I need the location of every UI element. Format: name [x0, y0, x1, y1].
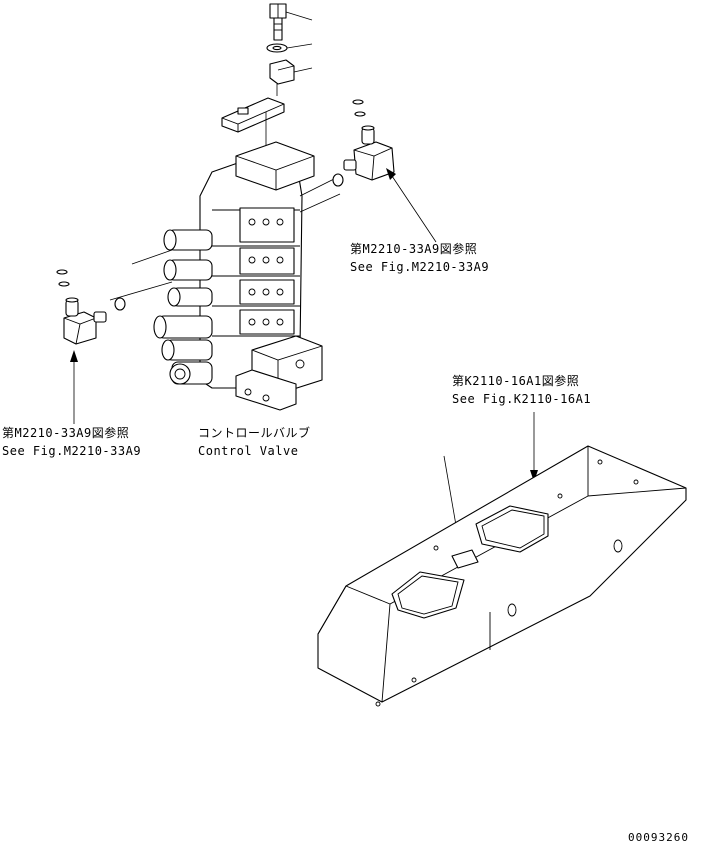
ref-frame-jp: 第K2110-16A1図参照: [452, 374, 580, 388]
ref-right-en: See Fig.M2210-33A9: [350, 260, 490, 274]
o-rings-right: [332, 99, 366, 187]
clamp: [269, 59, 295, 85]
elbow-fitting-right: [343, 125, 395, 181]
connection-lines: [109, 175, 341, 301]
bracket: [221, 97, 285, 133]
ref-right-jp: 第M2210-33A9図参照: [350, 242, 478, 256]
ref-left-en: See Fig.M2210-33A9: [2, 444, 142, 458]
control-valve-label-en: Control Valve: [198, 444, 299, 458]
elbow-fitting-left: [63, 297, 107, 345]
ref-left-jp: 第M2210-33A9図参照: [2, 426, 130, 440]
bolt: [269, 3, 287, 41]
ref-frame-en: See Fig.K2110-16A1: [452, 392, 592, 406]
revolving-frame: [317, 445, 687, 707]
control-valve: [153, 141, 323, 411]
drawing-number: 00093260: [628, 831, 689, 844]
control-valve-label-jp: コントロールバルブ: [198, 426, 311, 440]
washer: [266, 43, 288, 53]
o-rings-left: [56, 269, 126, 311]
